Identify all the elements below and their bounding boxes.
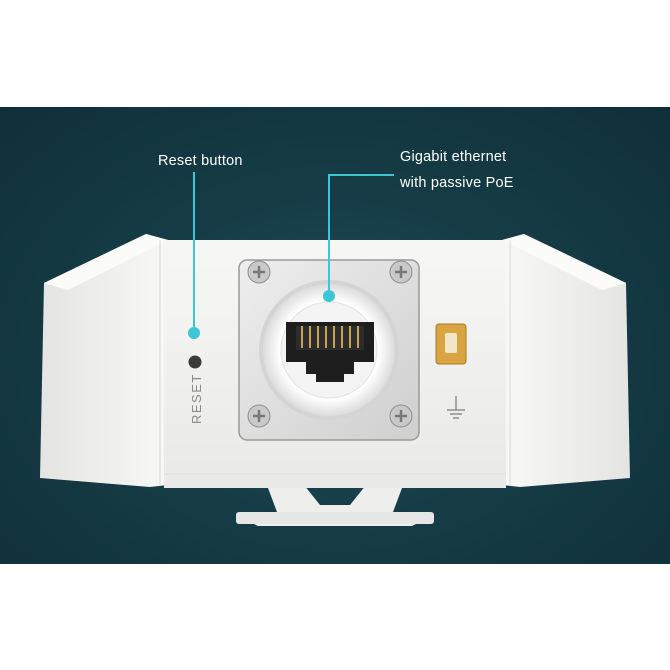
reset-printed-label: RESET <box>189 373 204 424</box>
grounding-terminal-icon <box>435 323 467 365</box>
ethernet-callout-line <box>323 174 394 302</box>
ethernet-callout-line2: with passive PoE <box>400 175 514 191</box>
ground-symbol-icon <box>447 396 465 419</box>
screw-icon <box>389 404 413 428</box>
reset-callout-line <box>188 172 200 339</box>
ethernet-callout-line1: Gigabit ethernet <box>400 149 507 165</box>
ethernet-callout: Gigabit ethernet with passive PoE <box>400 144 514 196</box>
rj45-port-icon <box>286 322 374 382</box>
screw-icon <box>389 260 413 284</box>
left-housing-wing <box>40 234 168 487</box>
reset-hole-icon <box>188 355 202 369</box>
mounting-stand <box>236 480 434 526</box>
right-housing-wing <box>502 234 630 487</box>
screw-icon <box>247 260 271 284</box>
screw-icon <box>247 404 271 428</box>
reset-button-callout: Reset button <box>158 153 243 169</box>
